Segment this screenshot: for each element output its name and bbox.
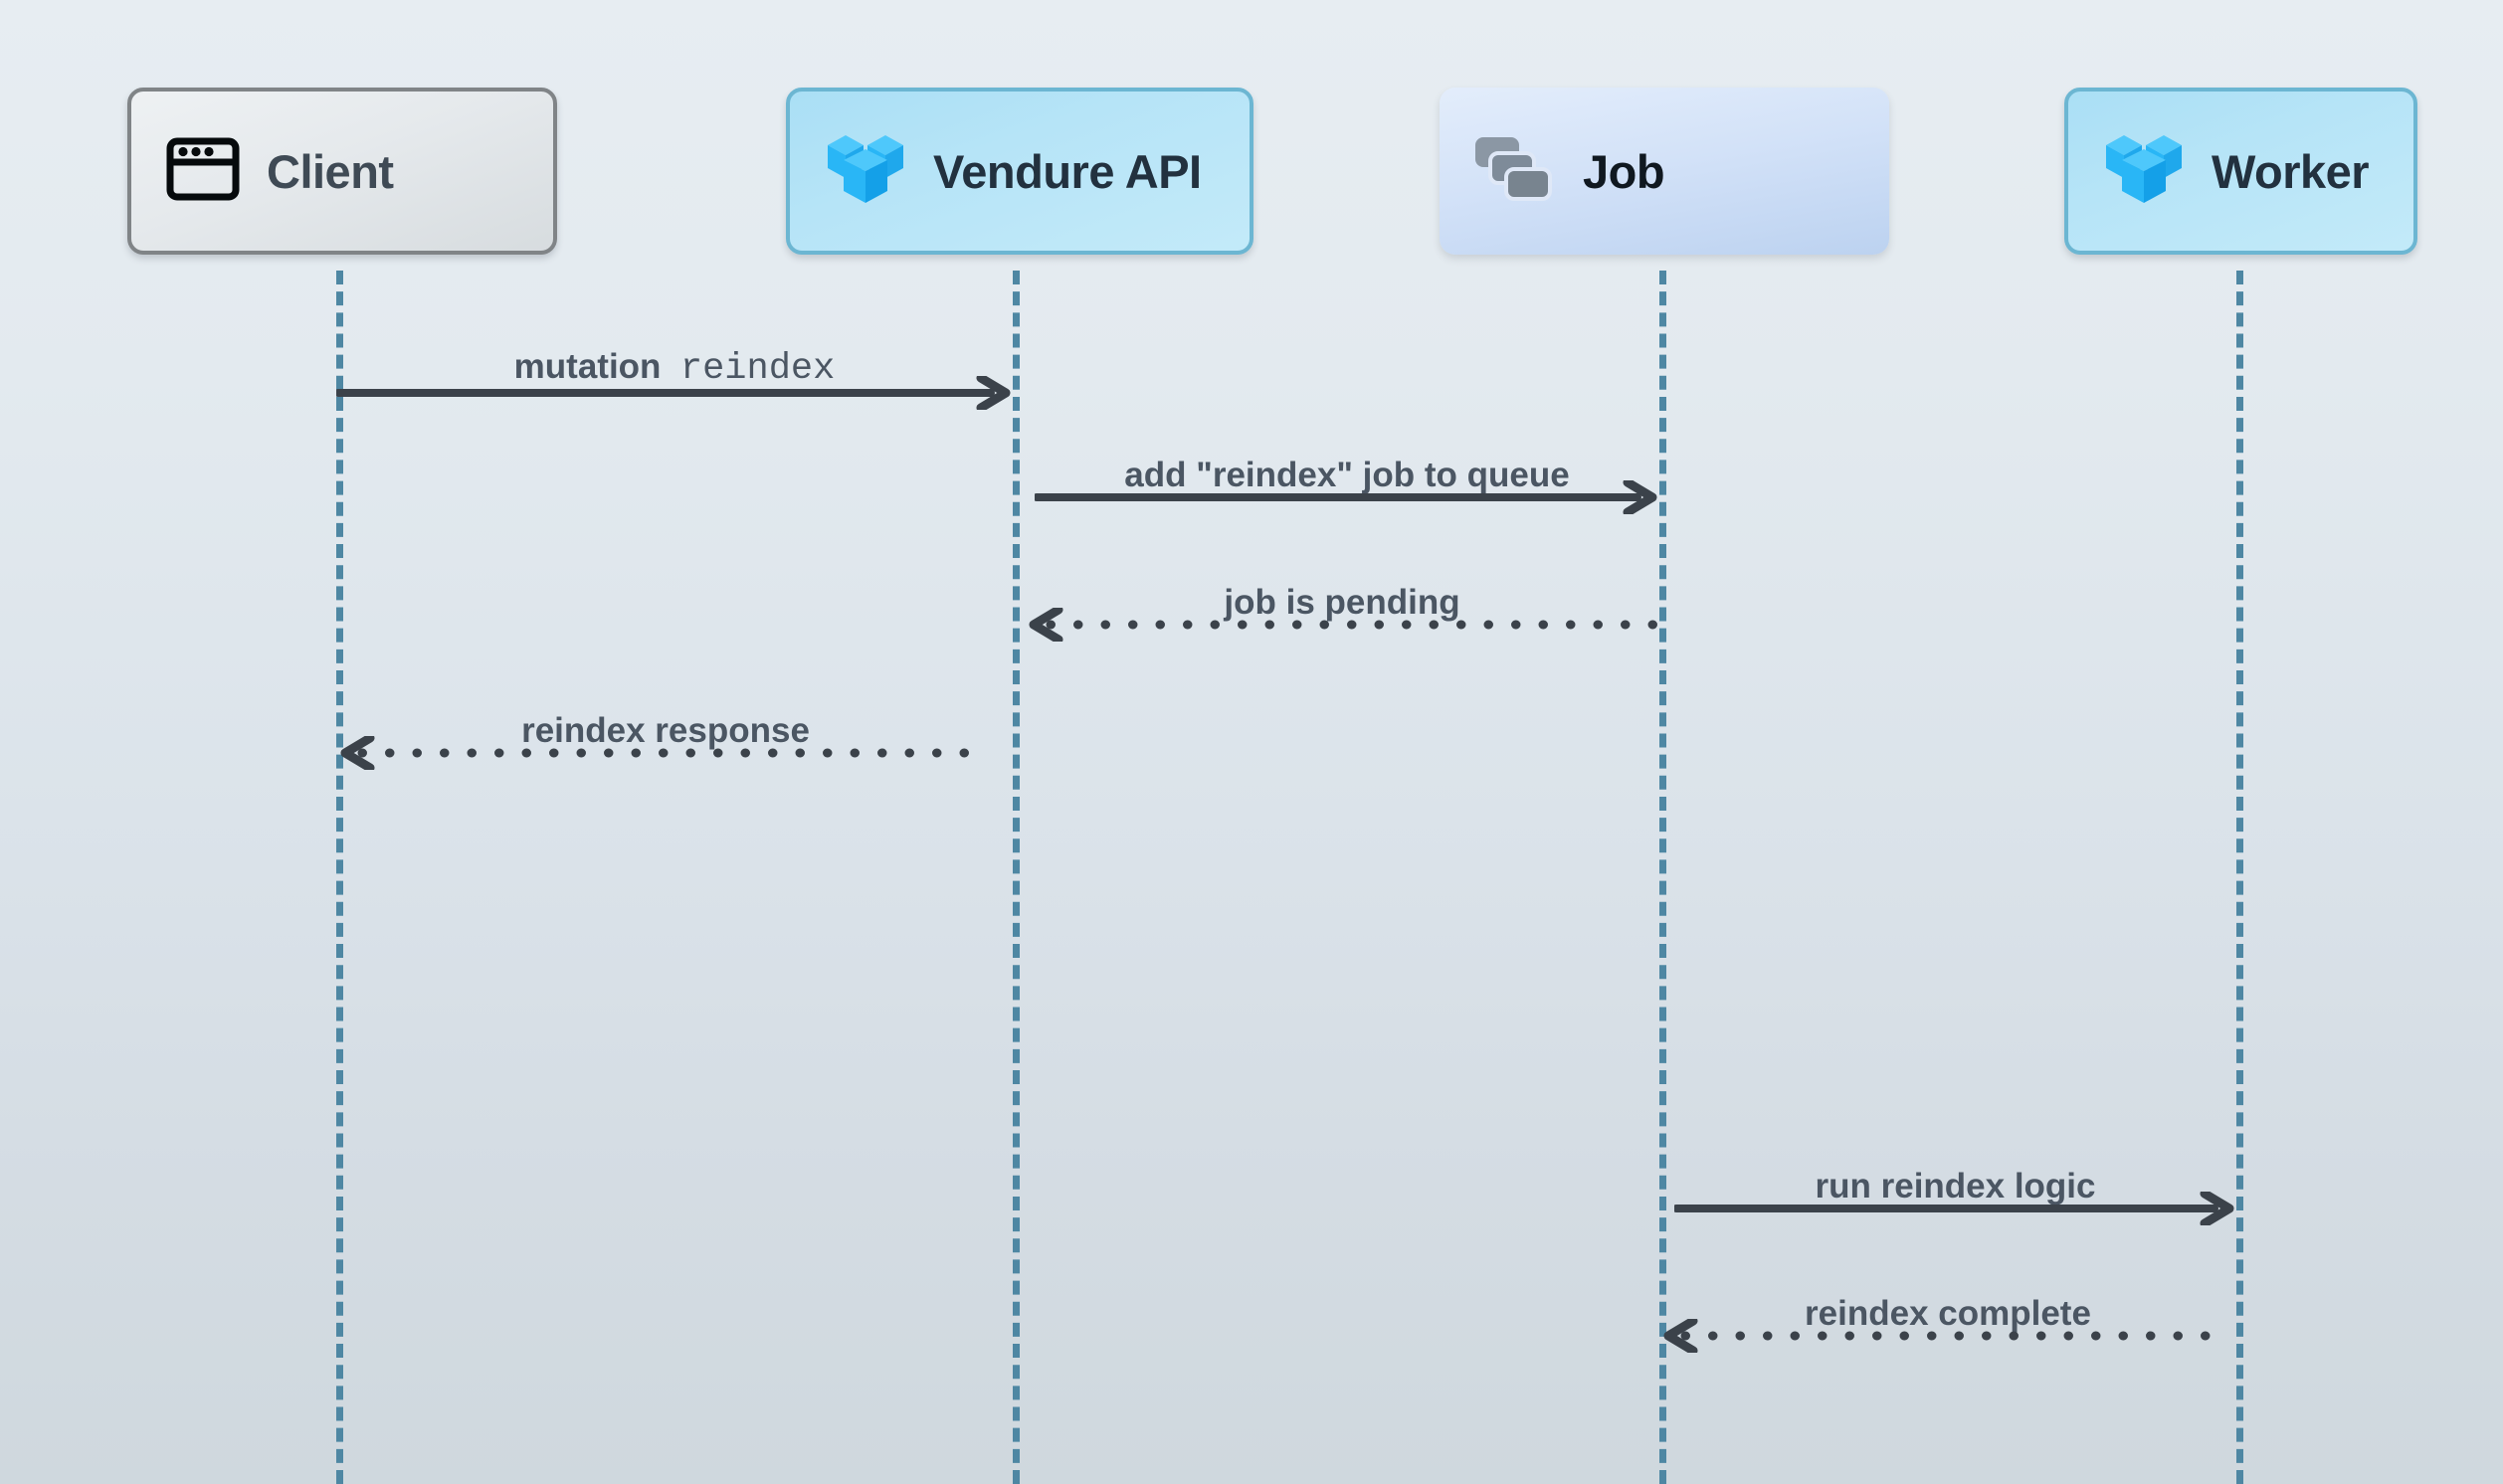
arrow-dotted-left	[1029, 608, 1659, 642]
message-reindex-response[interactable]: reindex response	[336, 678, 995, 770]
arrow-solid-right	[1674, 1192, 2234, 1225]
participant-box-worker[interactable]: Worker	[2064, 88, 2417, 255]
stacked-cards-icon	[1473, 133, 1557, 210]
lifeline-job	[1659, 271, 1666, 1484]
lifeline-worker	[2236, 271, 2243, 1484]
message-label-code: reindex	[679, 348, 836, 390]
participant-label-vendure-api: Vendure API	[933, 144, 1202, 198]
arrow-dotted-left	[1663, 1319, 2236, 1353]
participant-label-client: Client	[267, 144, 394, 198]
participant-box-job[interactable]: Job	[1440, 88, 1889, 255]
message-mutation-reindex[interactable]: mutation reindex	[336, 318, 1013, 410]
message-label-reindex-response: reindex response	[521, 711, 810, 750]
message-label-run-reindex-logic: run reindex logic	[1815, 1167, 2096, 1206]
message-label-job-is-pending: job is pending	[1224, 583, 1460, 622]
participant-box-vendure-api[interactable]: Vendure API	[786, 88, 1253, 255]
lifeline-vendure-api	[1013, 271, 1020, 1484]
message-label-reindex-complete: reindex complete	[1805, 1294, 2091, 1333]
message-label-text: mutation	[513, 347, 662, 386]
message-add-reindex-job-to-queue[interactable]: add "reindex" job to queue	[1035, 423, 1659, 514]
vendure-cubes-logo-icon	[824, 131, 907, 212]
message-job-is-pending[interactable]: job is pending	[1025, 550, 1659, 642]
lifeline-client	[336, 271, 343, 1484]
message-reindex-complete[interactable]: reindex complete	[1659, 1261, 2236, 1353]
participant-label-job: Job	[1583, 144, 1665, 198]
vendure-cubes-logo-icon	[2102, 131, 2186, 212]
arrow-solid-right	[336, 376, 1011, 410]
browser-window-icon	[165, 134, 241, 209]
participant-label-worker: Worker	[2212, 144, 2370, 198]
message-run-reindex-logic[interactable]: run reindex logic	[1674, 1134, 2236, 1225]
message-label-add-reindex-job-to-queue: add "reindex" job to queue	[1124, 456, 1570, 494]
arrow-solid-right	[1035, 480, 1657, 514]
message-label-mutation-reindex: mutation reindex	[336, 349, 1013, 388]
participant-box-client[interactable]: Client	[127, 88, 557, 255]
arrow-dotted-left	[340, 736, 995, 770]
